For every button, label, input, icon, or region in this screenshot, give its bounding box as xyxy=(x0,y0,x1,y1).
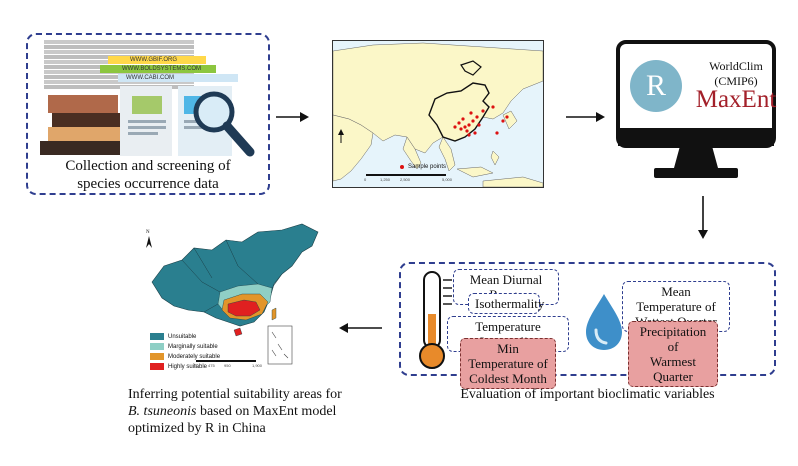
maxent-label: MaxEnt xyxy=(695,86,777,113)
worldclim-line2: (CMIP6) xyxy=(714,74,758,88)
precip-warmest-line2: Warmest Quarter xyxy=(650,354,696,384)
step1-caption-line1: Collection and screening of xyxy=(65,158,231,174)
magnifier-icon xyxy=(193,91,255,157)
arrow-down xyxy=(698,196,708,239)
legend-swatch-unsuitable xyxy=(150,333,164,340)
species-name: B. tsuneonis xyxy=(128,404,197,419)
var-isothermality: Isothermality xyxy=(468,293,544,314)
worldclim-line1: WorldClim xyxy=(709,59,763,73)
suit-scale-2: 950 xyxy=(224,363,231,368)
min-temp-line2: Coldest Month xyxy=(469,371,547,386)
worldclim-label: WorldClim (CMIP6) xyxy=(694,59,778,89)
suitability-map: N xyxy=(142,222,342,372)
step5-caption-line2-rest: based on MaxEnt model xyxy=(196,404,337,419)
water-drop-icon xyxy=(586,294,622,350)
arrow-right-1 xyxy=(276,112,309,122)
step1-illustration: WWW.GBIF.ORG WWW.BOLDSYSTEMS.COM WWW.CAB… xyxy=(38,40,258,158)
scale-tick-0: 0 xyxy=(364,177,367,182)
url-gbif: WWW.GBIF.ORG xyxy=(108,56,206,64)
scale-tick-3: 5,000 xyxy=(442,177,453,182)
precip-warmest-line1: Precipitation of xyxy=(639,324,707,354)
step1-caption: Collection and screening of species occu… xyxy=(30,157,266,193)
url-cabi: WWW.CABI.COM xyxy=(118,74,238,82)
suit-scale-1: 475 xyxy=(208,363,215,368)
step1-box xyxy=(26,33,270,195)
suitability-legend: Unsuitable Marginally suitable Moderatel… xyxy=(150,333,230,373)
var-min-temp-coldest-month: Min Temperature of Coldest Month xyxy=(460,338,556,389)
step5-caption: Inferring potential suitability areas fo… xyxy=(128,386,368,437)
step5-caption-line1: Inferring potential suitability areas fo… xyxy=(128,387,342,402)
step4-caption: Evaluation of important bioclimatic vari… xyxy=(460,387,715,402)
north-label: N xyxy=(146,230,150,235)
sample-map-scale: 0 1,250 2,500 5,000 xyxy=(364,174,466,184)
mean-temp-wettest-line1: Mean Temperature of xyxy=(636,284,716,314)
step5-caption-line2: B. tsuneonis based on MaxEnt model xyxy=(128,403,368,420)
step5-caption-line3: optimized by R in China xyxy=(128,421,266,436)
url-boldsystems: WWW.BOLDSYSTEMS.COM xyxy=(100,65,216,73)
suitability-scale: 0 475 950 1,900 xyxy=(195,360,276,370)
sample-points-map xyxy=(332,40,544,188)
suit-scale-3: 1,900 xyxy=(252,363,263,368)
sample-points-label: Sample points xyxy=(408,164,447,170)
suit-scale-0: 0 xyxy=(195,363,198,368)
legend-swatch-highly xyxy=(150,363,164,370)
scale-tick-1: 1,250 xyxy=(380,177,391,182)
scale-tick-2: 2,500 xyxy=(400,177,411,182)
var-precip-warmest-quarter: Precipitation of Warmest Quarter xyxy=(628,321,718,387)
step4-box xyxy=(399,262,776,376)
arrow-right-2 xyxy=(566,112,605,122)
r-logo: R xyxy=(630,60,682,112)
arrow-left xyxy=(339,323,382,333)
min-temp-line1: Min Temperature of xyxy=(468,341,548,371)
thermometer-icon xyxy=(419,271,452,369)
legend-swatch-marginally xyxy=(150,343,164,350)
r-logo-letter: R xyxy=(645,69,666,102)
step1-caption-line2: species occurrence data xyxy=(77,176,219,192)
legend-swatch-moderately xyxy=(150,353,164,360)
